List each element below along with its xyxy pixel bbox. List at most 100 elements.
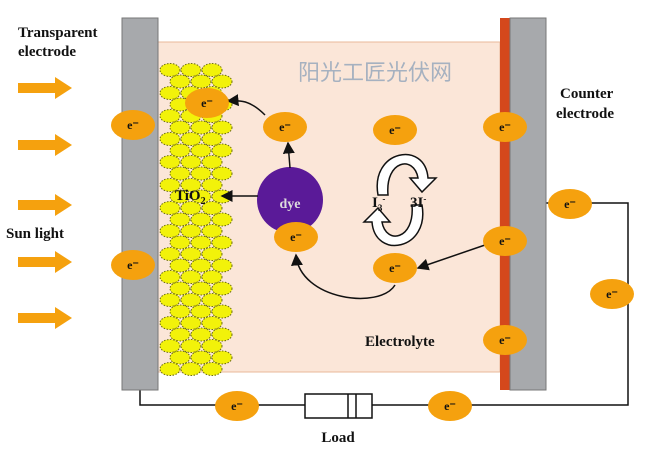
electron: e⁻ — [548, 189, 592, 219]
tio2-particle — [169, 143, 191, 158]
electron-label: e⁻ — [231, 399, 243, 413]
electron: e⁻ — [483, 325, 527, 355]
electron-shape — [215, 391, 259, 421]
tio2-particle — [201, 293, 223, 307]
tio2-particle — [190, 212, 212, 227]
counter-electrode-label-2: electrode — [556, 106, 614, 122]
tio2-particle — [201, 339, 223, 353]
tio2-particle — [190, 74, 212, 89]
tio2-particle — [190, 189, 212, 204]
tio2-particle — [159, 339, 181, 353]
sunlight-arrow — [18, 251, 72, 273]
tio2-particle — [159, 293, 181, 307]
electron-label: e⁻ — [606, 287, 618, 301]
tio2-particle — [211, 212, 233, 227]
electron: e⁻ — [111, 250, 155, 280]
tio2-particle — [180, 270, 202, 284]
electron-label: e⁻ — [389, 123, 401, 137]
tio2-particle — [180, 63, 202, 77]
tio2-particle — [180, 339, 202, 353]
electron-label: e⁻ — [201, 96, 213, 110]
tio2-particle — [190, 166, 212, 181]
tio2-particle — [159, 86, 181, 100]
tio2-particle — [159, 109, 181, 123]
electron: e⁻ — [590, 279, 634, 309]
tio2-particle — [201, 316, 223, 330]
electron-label: e⁻ — [499, 333, 511, 347]
sunlight-arrow — [18, 307, 72, 329]
transparent-electrode-label-1: Transparent — [18, 25, 97, 41]
tio2-particle — [201, 362, 223, 376]
electron: e⁻ — [373, 115, 417, 145]
electron: e⁻ — [263, 112, 307, 142]
electron-shape — [483, 112, 527, 142]
electron-label: e⁻ — [499, 234, 511, 248]
tio2-particle — [180, 293, 202, 307]
tio2-particle — [211, 304, 233, 319]
tio2-particle — [190, 120, 212, 135]
tio2-particle — [159, 63, 181, 77]
electron-shape — [263, 112, 307, 142]
tio2-particle — [169, 327, 191, 342]
electron-shape — [185, 88, 229, 118]
tio2-particle — [211, 120, 233, 135]
tio2-particle — [211, 143, 233, 158]
tio2-particle — [201, 63, 223, 77]
counter-electrode-label-1: Counter — [560, 86, 614, 102]
tio2-particle — [169, 281, 191, 296]
tio2-particle — [159, 270, 181, 284]
load-label: Load — [321, 430, 355, 446]
tio2-particle — [169, 235, 191, 250]
electron-shape — [111, 250, 155, 280]
electron-shape — [373, 253, 417, 283]
electron-label: e⁻ — [279, 120, 291, 134]
tio2-particle — [201, 155, 223, 169]
electron-shape — [548, 189, 592, 219]
electron: e⁻ — [274, 222, 318, 252]
electron-label: e⁻ — [127, 118, 139, 132]
tio2-particle — [169, 212, 191, 227]
tio2-particle — [211, 281, 233, 296]
transparent-electrode-label-2: electrode — [18, 44, 76, 60]
tio2-particle — [180, 247, 202, 261]
tio2-particle — [159, 201, 181, 215]
tio2-particle — [180, 362, 202, 376]
tio2-particle — [180, 178, 202, 192]
tio2-particle — [180, 155, 202, 169]
tio2-particle — [159, 132, 181, 146]
electrolyte-label: Electrolyte — [365, 334, 435, 350]
tio2-particle — [180, 224, 202, 238]
dye-label: dye — [280, 197, 301, 212]
tio2-particle — [169, 189, 191, 204]
tio2-particle — [190, 143, 212, 158]
electron-shape — [483, 325, 527, 355]
counter-electrode-coating — [500, 18, 510, 390]
tio2-particle — [201, 132, 223, 146]
tio2-label: TiO2 — [175, 188, 206, 207]
tio2-particle — [211, 258, 233, 273]
tio2-particle — [190, 281, 212, 296]
tio2-particle — [201, 224, 223, 238]
tio2-particle — [180, 132, 202, 146]
tio2-particle — [169, 166, 191, 181]
tio2-particle — [159, 224, 181, 238]
tio2-particle — [211, 74, 233, 89]
tio2-particle — [211, 350, 233, 365]
electron-flow-arrows — [220, 94, 486, 300]
electron: e⁻ — [215, 391, 259, 421]
electron: e⁻ — [185, 88, 229, 118]
tio2-particle — [190, 327, 212, 342]
tio2-particle — [201, 201, 223, 215]
tio2-particle — [180, 316, 202, 330]
electron-label: e⁻ — [499, 120, 511, 134]
load-resistor — [304, 393, 373, 419]
tio2-particle — [159, 155, 181, 169]
sunlight-arrow — [18, 134, 72, 156]
electron-shape — [274, 222, 318, 252]
electron-label: e⁻ — [564, 197, 576, 211]
electron: e⁻ — [483, 226, 527, 256]
three-i-minus-label: 3I- — [410, 194, 426, 211]
tio2-particle — [201, 247, 223, 261]
tio2-particle — [190, 235, 212, 250]
redox-cycle-arrows — [362, 153, 438, 247]
